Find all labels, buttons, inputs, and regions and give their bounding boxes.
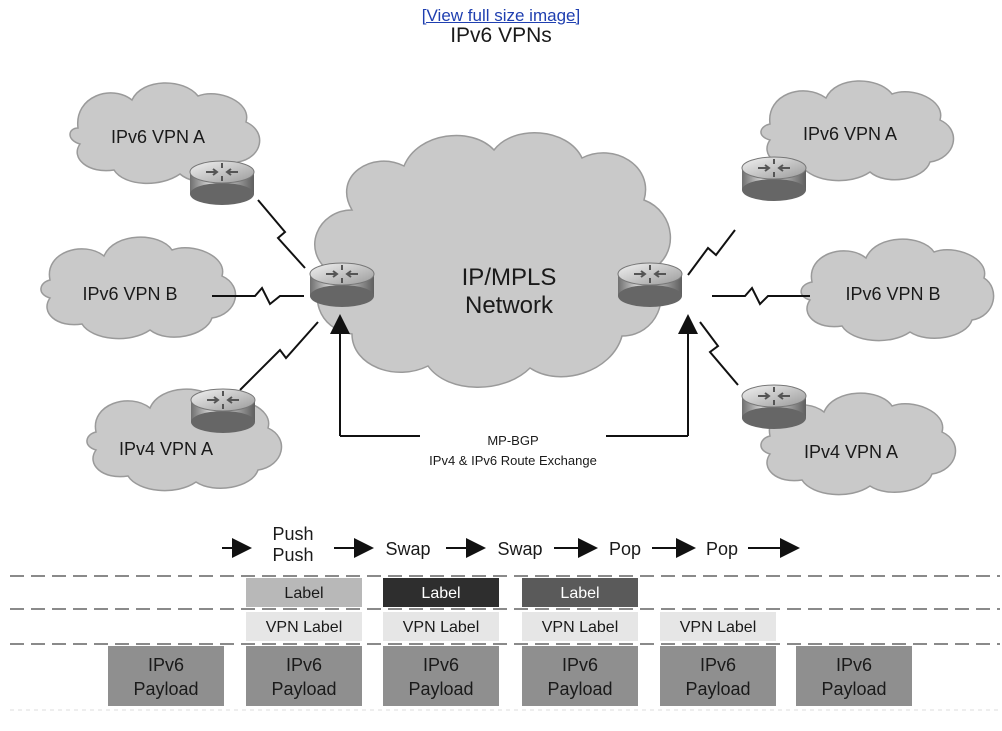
op-pop-1: Pop (609, 539, 641, 559)
router-left-top (189, 160, 255, 206)
diagram-title: IPv6 VPNs (450, 24, 552, 47)
op-push-1: Push (272, 524, 313, 544)
link-right-top (687, 229, 736, 276)
bgp-label-bg (420, 430, 606, 470)
payload-box-1 (108, 646, 224, 706)
payload-l2-6: Payload (821, 679, 886, 699)
router-right-top (741, 156, 807, 202)
router-left-bot (190, 388, 256, 434)
vpn-label-text-1: VPN Label (266, 619, 343, 636)
view-full-size-link[interactable]: [View full size image] (421, 6, 581, 25)
cloud-label-right-mid: IPv6 VPN B (845, 284, 940, 304)
op-swap-2: Swap (497, 539, 542, 559)
cloud-label-right-bot: IPv4 VPN A (804, 442, 898, 462)
stack-separators (10, 575, 1000, 645)
cloud-label-left-bot: IPv4 VPN A (119, 439, 213, 459)
payload-l2-2: Payload (271, 679, 336, 699)
links (212, 199, 810, 391)
link-left-top (257, 199, 306, 269)
payload-box-5 (660, 646, 776, 706)
label-box-1 (246, 578, 362, 607)
payload-l1-4: IPv6 (562, 655, 598, 675)
payload-box-2 (246, 646, 362, 706)
cloud-left-top (69, 82, 261, 185)
vpn-label-box-1 (246, 612, 362, 641)
label-text-1: Label (284, 585, 323, 602)
cloud-right-mid (800, 238, 995, 342)
bgp-label-line2: IPv4 & IPv6 Route Exchange (429, 453, 597, 468)
op-pop-2: Pop (706, 539, 738, 559)
vpn-label-box-4 (660, 612, 776, 641)
payload-l2-3: Payload (408, 679, 473, 699)
payload-l1-3: IPv6 (423, 655, 459, 675)
label-box-3 (522, 578, 638, 607)
op-swap-1: Swap (385, 539, 430, 559)
link-right-bot (699, 321, 739, 386)
vpn-label-text-3: VPN Label (542, 619, 619, 636)
vpn-label-box-3 (522, 612, 638, 641)
cloud-right-bot (760, 392, 957, 496)
core-label-line2: Network (465, 292, 554, 319)
op-push-2: Push (272, 545, 313, 565)
payload-l1-2: IPv6 (286, 655, 322, 675)
vpn-label-text-4: VPN Label (680, 619, 757, 636)
payload-l1-6: IPv6 (836, 655, 872, 675)
cloud-label-left-mid: IPv6 VPN B (82, 284, 177, 304)
router-pe-left (309, 262, 375, 308)
payload-l2-1: Payload (133, 679, 198, 699)
cloud-label-left-top: IPv6 VPN A (111, 127, 205, 147)
label-text-3: Label (560, 585, 599, 602)
vpn-label-text-2: VPN Label (403, 619, 480, 636)
payload-l1-5: IPv6 (700, 655, 736, 675)
core-label-line1: IP/MPLS (462, 264, 557, 291)
payload-box-6 (796, 646, 912, 706)
link-left-bot (239, 321, 319, 391)
payload-l2-4: Payload (547, 679, 612, 699)
payload-l1-1: IPv6 (148, 655, 184, 675)
payload-l2-5: Payload (685, 679, 750, 699)
bgp-label-line1: MP-BGP (487, 433, 538, 448)
link-left-mid (212, 286, 304, 306)
cloud-left-mid (40, 236, 237, 340)
vpn-label-box-2 (383, 612, 499, 641)
router-pe-right (617, 262, 683, 308)
router-right-bot (741, 384, 807, 430)
label-text-2: Label (421, 585, 460, 602)
cloud-label-right-top: IPv6 VPN A (803, 124, 897, 144)
payload-box-3 (383, 646, 499, 706)
link-right-mid (712, 286, 810, 306)
payload-box-4 (522, 646, 638, 706)
cloud-core-ip-mpls (314, 132, 672, 388)
label-box-2 (383, 578, 499, 607)
